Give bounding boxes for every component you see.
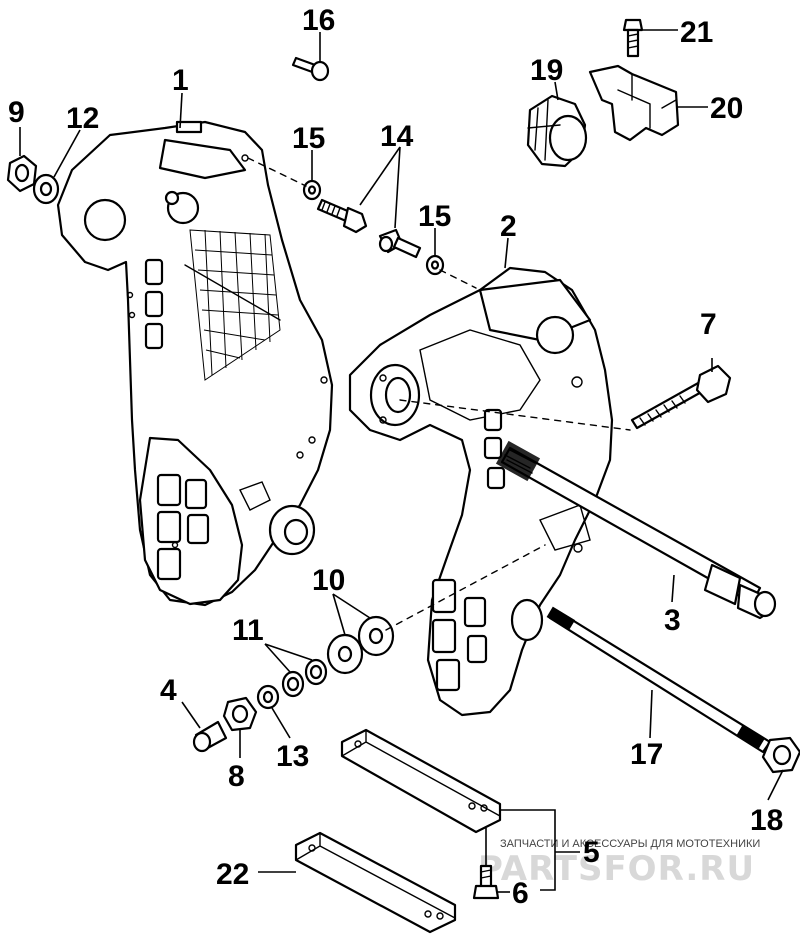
knob-19 <box>526 94 588 168</box>
callout-1: 1 <box>172 64 189 97</box>
through-bolt <box>546 606 772 754</box>
callout-19: 19 <box>530 54 563 87</box>
clip-20 <box>588 64 680 142</box>
callout-21: 21 <box>680 16 713 49</box>
nut-9 <box>6 154 38 193</box>
assembly-guides <box>247 157 631 631</box>
callout-20: 20 <box>710 92 743 125</box>
callout-5: 5 <box>583 836 600 869</box>
callout-18: 18 <box>750 804 783 837</box>
callout-16: 16 <box>302 4 335 37</box>
callout-12: 12 <box>66 102 99 135</box>
callout-22: 22 <box>216 858 249 891</box>
callout-8: 8 <box>228 760 245 793</box>
callout-4: 4 <box>160 674 177 707</box>
screw-16 <box>291 56 330 82</box>
swivel-tube <box>495 440 777 620</box>
screw-21 <box>622 18 644 58</box>
bolt-14-lower <box>378 228 422 259</box>
callout-6: 6 <box>512 877 529 910</box>
washer-13 <box>256 684 280 710</box>
washers-10 <box>326 615 395 675</box>
leader-lines <box>19 29 784 893</box>
callout-13: 13 <box>276 740 309 773</box>
right-clamp-bracket <box>348 266 614 717</box>
callout-15-upper: 15 <box>292 122 325 155</box>
bolt-14-upper <box>316 198 368 234</box>
callout-3: 3 <box>664 604 681 637</box>
bushing-4 <box>192 720 228 753</box>
callout-9: 9 <box>8 96 25 129</box>
washers-11 <box>281 658 328 698</box>
nut-8 <box>222 696 258 732</box>
callout-17: 17 <box>630 738 663 771</box>
callout-7: 7 <box>700 308 717 341</box>
plate-22 <box>294 831 457 934</box>
callout-15-lower: 15 <box>418 200 451 233</box>
washer-15-lower <box>425 254 445 276</box>
watermark-logo: PARTSFOR.RU <box>478 849 755 889</box>
callout-2: 2 <box>500 210 517 243</box>
callout-11: 11 <box>232 614 264 647</box>
washer-12 <box>32 173 60 205</box>
nut-18 <box>761 736 800 774</box>
watermark-caption: ЗАПЧАСТИ И АКСЕССУАРЫ ДЛЯ МОТОТЕХНИКИ <box>500 838 760 850</box>
callout-10: 10 <box>312 564 345 597</box>
callout-14: 14 <box>380 120 414 153</box>
bolt-7 <box>630 364 732 430</box>
washer-15-upper <box>302 179 322 201</box>
callouts: 1 2 3 4 5 6 7 8 9 10 11 12 13 14 15 15 1… <box>8 4 783 910</box>
plate-5 <box>340 728 502 834</box>
left-clamp-bracket <box>56 120 334 607</box>
